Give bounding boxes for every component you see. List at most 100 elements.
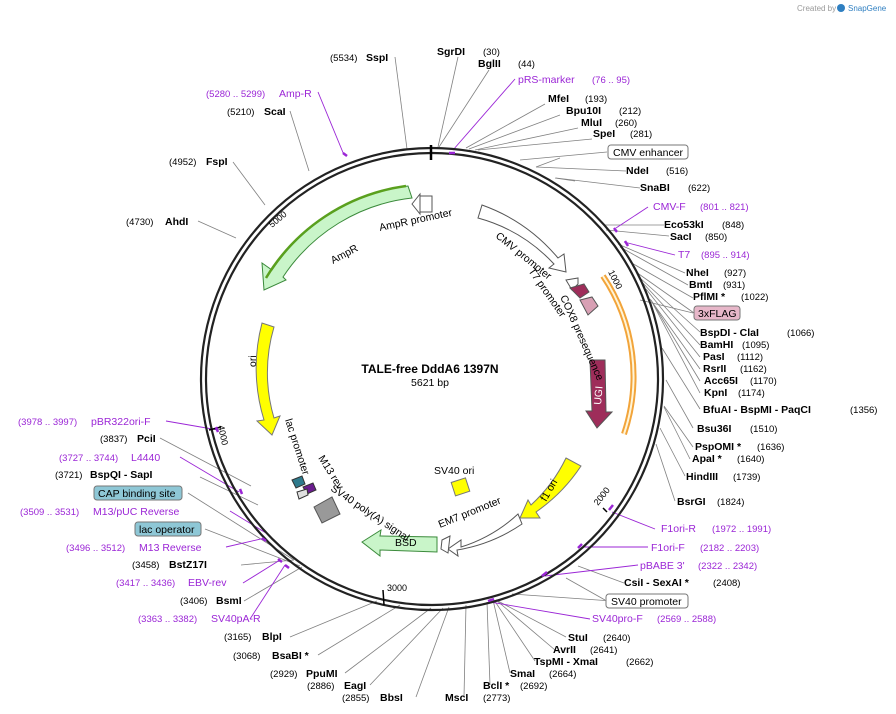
site-pos: (2886) xyxy=(307,681,334,692)
site-pos: (212) xyxy=(619,106,641,117)
site-name: CsiI - SexAI * xyxy=(624,577,690,589)
site-name: PasI xyxy=(703,351,725,363)
site-pos: (1824) xyxy=(717,497,744,508)
site-pos: (3721) xyxy=(55,470,82,481)
site-name: Bsu36I xyxy=(697,423,732,435)
site-pos: (1174) xyxy=(738,388,765,399)
cap-site-label: CAP binding site xyxy=(98,488,176,500)
sv40-promoter-label: SV40 promoter xyxy=(611,596,682,608)
tick-5000: 5000 xyxy=(267,209,289,230)
site-name: TspMI - XmaI xyxy=(534,656,598,668)
sv40-promoter-box xyxy=(605,593,689,609)
ampr-promoter-arrow xyxy=(411,192,433,216)
site-pos: (848) xyxy=(722,220,744,231)
restriction-sites: SgrDI (30) BglII (44) MfeI (193) Bpu10I … xyxy=(55,46,877,704)
primer-pos: (3509 .. 3531) xyxy=(20,507,79,518)
site-name: RsrII xyxy=(703,363,726,375)
site-name: SmaI xyxy=(510,668,535,680)
site-pos: (5210) xyxy=(227,107,254,118)
site-name: BglII xyxy=(478,58,501,70)
ugi-label: UGI xyxy=(592,386,606,406)
site-pos: (1112) xyxy=(737,352,763,363)
cmv-enhancer-label: CMV enhancer xyxy=(613,147,684,159)
site-name: PspOMI * xyxy=(695,441,742,453)
em7-tail xyxy=(440,535,451,554)
site-pos: (2641) xyxy=(590,645,617,656)
primer-pos: (3417 .. 3436) xyxy=(116,578,175,589)
lac-operator-box xyxy=(296,488,309,500)
site-pos: (3837) xyxy=(100,434,127,445)
bsd-label: BSD xyxy=(395,537,417,549)
site-pos: (2855) xyxy=(342,693,369,704)
tick-3000: 3000 xyxy=(387,583,407,593)
site-pos: (3165) xyxy=(224,632,251,643)
primer-pos: (3727 .. 3744) xyxy=(59,453,118,464)
site-name: StuI xyxy=(568,632,588,644)
lac-promoter-label: lac promoter xyxy=(282,417,312,477)
site-name: MscI xyxy=(445,692,468,704)
primer-name: SV40pro-F xyxy=(592,613,643,625)
site-name: Acc65I xyxy=(704,375,738,387)
cds-highlight-orange xyxy=(600,274,637,435)
site-name: KpnI xyxy=(704,387,727,399)
primer-name: pRS-marker xyxy=(518,74,575,86)
primer-pos: (2569 .. 2588) xyxy=(657,614,716,625)
primer-pos: (76 .. 95) xyxy=(592,75,630,86)
site-pos: (2640) xyxy=(603,633,630,644)
snapgene-watermark: Created by SnapGene xyxy=(797,4,887,13)
primers: pRS-marker (76 .. 95) CMV-F (801 .. 821)… xyxy=(18,74,771,625)
site-pos: (927) xyxy=(724,268,746,279)
tick-4000: 4000 xyxy=(216,424,230,446)
site-name: FspI xyxy=(206,156,228,168)
site-name: BsmI xyxy=(216,595,242,607)
site-pos: (2662) xyxy=(626,657,653,668)
site-name: PpuMI xyxy=(306,668,338,680)
primer-name: Amp-R xyxy=(279,88,312,100)
site-name: BmtI xyxy=(689,279,712,291)
site-pos: (1636) xyxy=(757,442,784,453)
site-name: SpeI xyxy=(593,128,615,140)
cmv-enhancer-box xyxy=(607,144,689,160)
site-pos: (1739) xyxy=(733,472,760,483)
ampr-promoter-label: AmpR promoter xyxy=(378,207,453,234)
site-pos: (2929) xyxy=(270,669,297,680)
bsd-arrow xyxy=(361,528,438,558)
primer-name: L4440 xyxy=(131,452,160,464)
site-name: BamHI xyxy=(700,339,733,351)
site-name: BclI * xyxy=(483,680,510,692)
cox8-arrow xyxy=(569,283,590,299)
site-name: PflMI * xyxy=(693,291,726,303)
plasmid-size: 5621 bp xyxy=(411,377,449,389)
site-pos: (3068) xyxy=(233,651,260,662)
ugi-arrow xyxy=(585,359,614,429)
primer-leader-lines xyxy=(165,78,676,620)
sv40-polya-label: SV40 poly(A) signal xyxy=(328,483,411,545)
site-name: Bpu10I xyxy=(566,105,601,117)
cmv-promoter-arrow xyxy=(477,204,567,273)
ori-label: ori xyxy=(247,355,259,367)
site-pos: (516) xyxy=(666,166,688,177)
site-pos: (1356) xyxy=(850,405,877,416)
lac-operator-label-box xyxy=(134,521,202,537)
site-pos: (1162) xyxy=(740,364,767,375)
ampr-label: AmpR xyxy=(329,242,361,266)
primer-name: M13 Reverse xyxy=(139,542,202,554)
primer-pos: (801 .. 821) xyxy=(700,202,749,213)
site-name: MluI xyxy=(581,117,602,129)
primer-pos: (2182 .. 2203) xyxy=(700,543,759,554)
flag-arrow xyxy=(579,296,599,316)
site-pos: (30) xyxy=(483,47,500,58)
primer-name: SV40pA-R xyxy=(211,613,261,625)
site-pos: (2773) xyxy=(483,693,510,704)
site-pos: (931) xyxy=(723,280,745,291)
em7-promoter-arrow xyxy=(447,513,523,558)
cap-site-box xyxy=(291,475,306,489)
site-pos: (193) xyxy=(585,94,607,105)
primer-pos: (1972 .. 1991) xyxy=(712,524,771,535)
plasmid-name: TALE-free DddA6 1397N xyxy=(361,362,498,376)
primer-name: T7 xyxy=(678,249,690,261)
site-name: PciI xyxy=(137,433,156,445)
ori-arrow xyxy=(255,322,281,436)
primer-markers xyxy=(214,151,630,603)
f1-ori-arrow xyxy=(519,457,582,519)
